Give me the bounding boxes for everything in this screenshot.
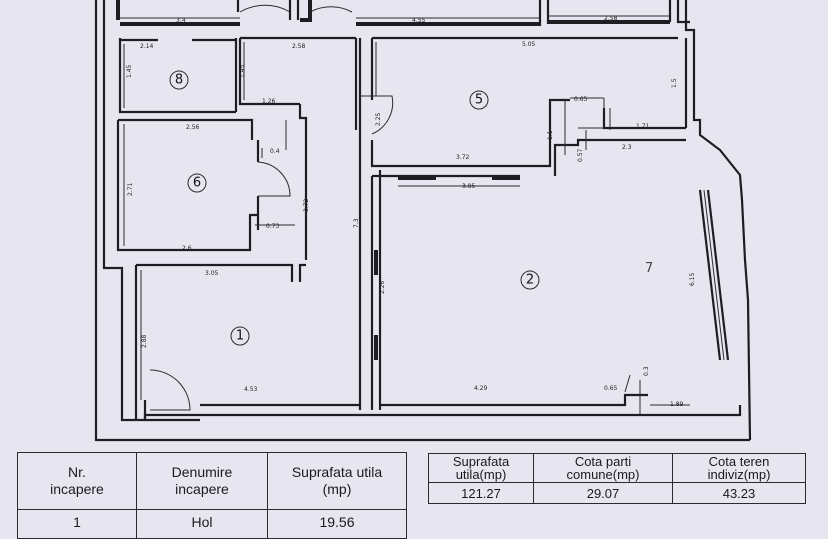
room-2-circle: [520, 270, 540, 290]
outer-walls: [94, 0, 752, 442]
dim-r2-small: 0.65: [604, 385, 618, 392]
room-5-circle: [469, 90, 489, 110]
dim-r5-inner: 0.65: [574, 96, 588, 103]
totals-table-header: Suprafata utila(mp) Cota parti comune(mp…: [428, 453, 806, 483]
room-2-walls: [370, 138, 730, 410]
room-8-number: 8: [175, 73, 183, 88]
room-2-number: 2: [526, 273, 534, 288]
dim-corridor-width: 2.58: [292, 43, 306, 50]
header-cota-teren: Cota teren indiviz(mp): [672, 453, 806, 483]
rooms-table-header: Nr. incapere Denumire incapere Suprafata…: [17, 452, 407, 510]
header-suprafata: Suprafata utila (mp): [267, 452, 407, 510]
header-nr: Nr. incapere: [17, 452, 137, 510]
dim-r6-bottom: 2.6: [182, 245, 192, 252]
room-8-label: 8: [169, 70, 189, 90]
dim-r2-bottom: 4.29: [474, 385, 488, 392]
door-entrance: [149, 369, 191, 411]
total-suprafata-utila: 121.27: [428, 482, 534, 504]
dim-r2-top: 3.85: [462, 183, 476, 190]
table-row: 1 Hol 19.56: [17, 509, 407, 539]
cell-suprafata: 19.56: [267, 509, 407, 539]
total-cota-teren: 43.23: [672, 482, 806, 504]
dim-r2-left: 2.26: [379, 280, 386, 294]
header-cota-parti: Cota parti comune(mp): [533, 453, 673, 483]
dim-r5-bottom: 3.72: [456, 154, 470, 161]
room-2-label: 2: [520, 270, 540, 290]
rooms-table: Nr. incapere Denumire incapere Suprafata…: [17, 452, 407, 539]
corridor-walls: [238, 36, 362, 410]
dim-r8-height: 1.45: [126, 64, 133, 78]
doors: [149, 4, 394, 411]
dim-r5-ledge: 1.71: [636, 123, 650, 130]
room-8-circle: [169, 70, 189, 90]
door-room-5: [360, 95, 394, 135]
dim-hall-small: 1.26: [262, 98, 276, 105]
room-1-walls: [134, 263, 360, 422]
dim-top-mid: 4.55: [412, 17, 426, 24]
door-room-6: [257, 161, 291, 197]
dimension-lines: [255, 97, 690, 415]
total-cota-parti: 29.07: [533, 482, 673, 504]
dim-r5-step: 1.1: [547, 130, 554, 140]
dim-small-a: 0.4: [270, 148, 280, 155]
totals-row: 121.27 29.07 43.23: [428, 482, 806, 504]
totals-table: Suprafata utila(mp) Cota parti comune(mp…: [428, 453, 806, 504]
header-nr-text: Nr. incapere: [50, 464, 104, 497]
dim-r2-top-right: 2.3: [622, 144, 632, 151]
dim-r2-right: 6.15: [689, 272, 696, 286]
dim-r6-height: 2.71: [127, 182, 134, 196]
room-6-walls: [116, 118, 260, 252]
dim-r1-bottom: 4.53: [244, 386, 258, 393]
door-arc-top-right: [309, 6, 353, 13]
dim-r6-width: 2.56: [186, 124, 200, 131]
dim-r2-corner: 0.3: [643, 366, 650, 376]
header-denumire-text: Denumire incapere: [171, 464, 233, 497]
room-5-label: 5: [469, 90, 489, 110]
dim-r8-width: 2.14: [140, 43, 154, 50]
stray-mark: 7: [645, 261, 653, 276]
room-1-label: 1: [230, 326, 250, 346]
room-6-number: 6: [193, 176, 201, 191]
room-5-walls: [370, 36, 688, 168]
dim-r1-top: 3.05: [205, 270, 219, 277]
dim-r5-door: 2.25: [375, 112, 382, 126]
dim-r5-right: 1.5: [671, 78, 678, 88]
cell-denumire: Hol: [136, 509, 268, 539]
header-cota-parti-text: Cota parti comune(mp): [566, 454, 640, 482]
dim-top-left: 3.4: [176, 17, 186, 24]
header-suprafata-utila-text: Suprafata utila(mp): [452, 454, 510, 482]
door-arc-top-left: [239, 4, 291, 13]
floor-plan: 3.4 4.55 2.58 2.14 1.45 2.58 1.45 1.26 2…: [94, 0, 752, 442]
room-6-label: 6: [187, 173, 207, 193]
dim-r2-bottom-right: 1.89: [670, 401, 684, 408]
dim-r1-left: 2.88: [141, 334, 148, 348]
room-1-circle: [230, 326, 250, 346]
header-suprafata-utila: Suprafata utila(mp): [428, 453, 534, 483]
dim-corridor-long: 7.3: [353, 218, 360, 228]
top-walls: [120, 0, 672, 26]
room-8-walls: [118, 38, 238, 114]
dim-r2-notch: 0.57: [577, 148, 584, 162]
dim-top-right: 2.58: [604, 15, 618, 22]
dim-corridor-side: 1.45: [239, 64, 246, 78]
room-6-circle: [187, 173, 207, 193]
dim-r5-top: 5.05: [522, 41, 536, 48]
header-denumire: Denumire incapere: [136, 452, 268, 510]
header-suprafata-text: Suprafata utila (mp): [291, 464, 383, 497]
room-5-number: 5: [475, 93, 483, 108]
cell-nr: 1: [17, 509, 137, 539]
header-cota-teren-text: Cota teren indiviz(mp): [707, 454, 771, 482]
room-1-number: 1: [236, 329, 244, 344]
dim-small-b: 0.73: [266, 223, 280, 230]
dim-corridor-height: 3.72: [303, 198, 310, 212]
